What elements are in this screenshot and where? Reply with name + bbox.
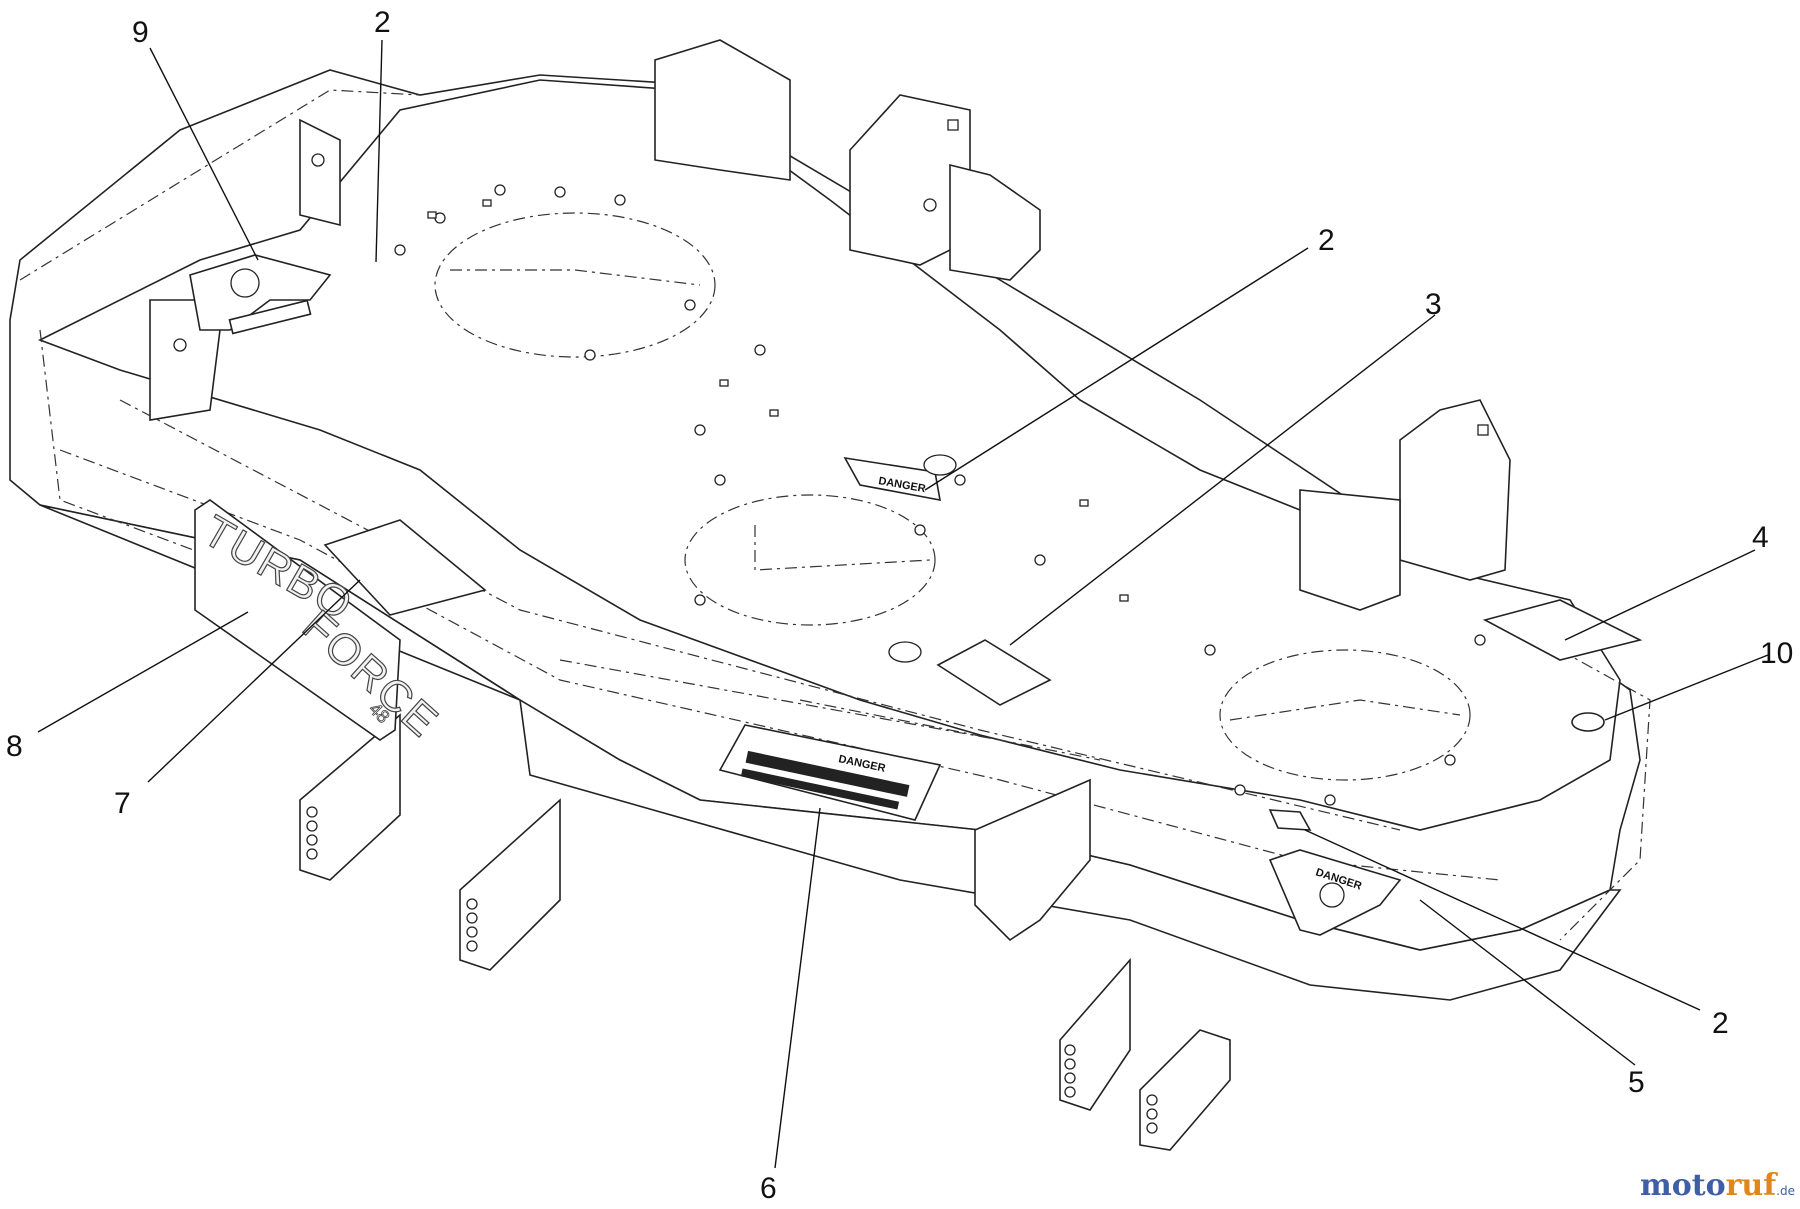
leader-3 — [1009, 314, 1436, 646]
leader-5 — [1419, 899, 1636, 1066]
leader-4 — [1564, 549, 1756, 641]
front-brackets — [299, 713, 1231, 1151]
decal-2-right — [1268, 809, 1312, 831]
watermark-part-ruf: ruf — [1726, 1168, 1779, 1203]
decal-2-center: DANGER — [843, 454, 957, 501]
watermark-logo: motoruf.de — [1640, 1168, 1795, 1203]
leader-lines — [37, 39, 1769, 1169]
watermark-part-de: .de — [1776, 1184, 1795, 1198]
blade-opening-right — [1219, 649, 1471, 781]
leader-2c — [1304, 829, 1701, 1011]
callout-2-top: 2 — [374, 6, 391, 39]
callout-8: 8 — [6, 730, 23, 763]
leader-2b — [924, 247, 1309, 491]
callout-6: 6 — [760, 1172, 777, 1205]
callout-3: 3 — [1425, 288, 1442, 321]
blade-openings — [434, 212, 1471, 781]
decal-7 — [323, 519, 487, 616]
decal-3 — [888, 639, 1052, 706]
decal-10-plug — [1571, 712, 1605, 732]
decal-6-danger: DANGER — [718, 724, 942, 821]
svg-text:motoruf.de: motoruf.de — [1640, 1168, 1795, 1203]
blade-opening-left — [434, 212, 716, 358]
leader-8 — [37, 611, 249, 733]
callout-2-lower-right: 2 — [1712, 1007, 1729, 1040]
decal-5-danger: DANGER — [1268, 849, 1402, 936]
leader-9 — [149, 47, 259, 261]
leader-6 — [774, 807, 821, 1169]
callout-4: 4 — [1752, 521, 1769, 554]
callout-10: 10 — [1760, 637, 1793, 670]
callout-5: 5 — [1628, 1066, 1645, 1099]
callout-2-upper-right: 2 — [1318, 224, 1335, 257]
decal-9 — [189, 254, 332, 335]
leader-7 — [147, 579, 361, 783]
callout-labels: 9 2 2 3 4 10 8 7 6 2 5 — [6, 6, 1793, 1205]
leader-2a — [375, 39, 383, 263]
watermark-part-moto: moto — [1640, 1168, 1726, 1203]
callout-7: 7 — [114, 787, 131, 820]
callout-9: 9 — [132, 16, 149, 49]
blade-opening-center — [684, 494, 936, 626]
rear-brackets — [149, 39, 1511, 611]
leader-10 — [1604, 654, 1769, 721]
decal-4 — [1482, 599, 1643, 661]
